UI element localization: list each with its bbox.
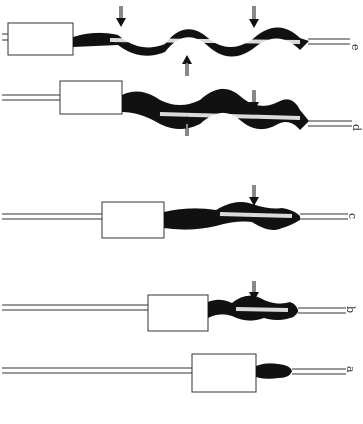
core-highlight: [235, 307, 289, 312]
push-arrow-icon: [182, 55, 192, 76]
wave-band: [73, 27, 309, 57]
stage-label-b: b: [344, 306, 357, 313]
box: [7, 22, 74, 56]
stage-row-a: a: [2, 353, 357, 393]
push-arrow-icon: [249, 90, 259, 111]
wave-band: [256, 363, 292, 379]
push-arrow-icon: [182, 116, 192, 136]
box: [101, 201, 165, 239]
stage-row-d: d: [2, 80, 363, 136]
stage-label-e: e: [349, 44, 362, 51]
box: [147, 294, 209, 332]
push-arrow-icon: [249, 281, 259, 301]
push-arrow-icon: [116, 6, 126, 27]
stage-row-b: b: [2, 281, 357, 332]
core-highlight: [109, 38, 301, 44]
push-arrow-icon: [249, 185, 259, 206]
box: [59, 80, 123, 115]
core-highlight: [219, 212, 293, 218]
box: [191, 353, 257, 393]
stage-label-d: d: [350, 124, 363, 131]
stage-row-e: e: [2, 6, 362, 76]
stage-label-a: a: [344, 366, 357, 373]
stage-row-c: c: [2, 185, 359, 239]
push-arrow-icon: [249, 6, 259, 28]
core-highlight: [159, 112, 301, 120]
stage-label-c: c: [346, 213, 359, 219]
wave-band: [122, 88, 309, 130]
